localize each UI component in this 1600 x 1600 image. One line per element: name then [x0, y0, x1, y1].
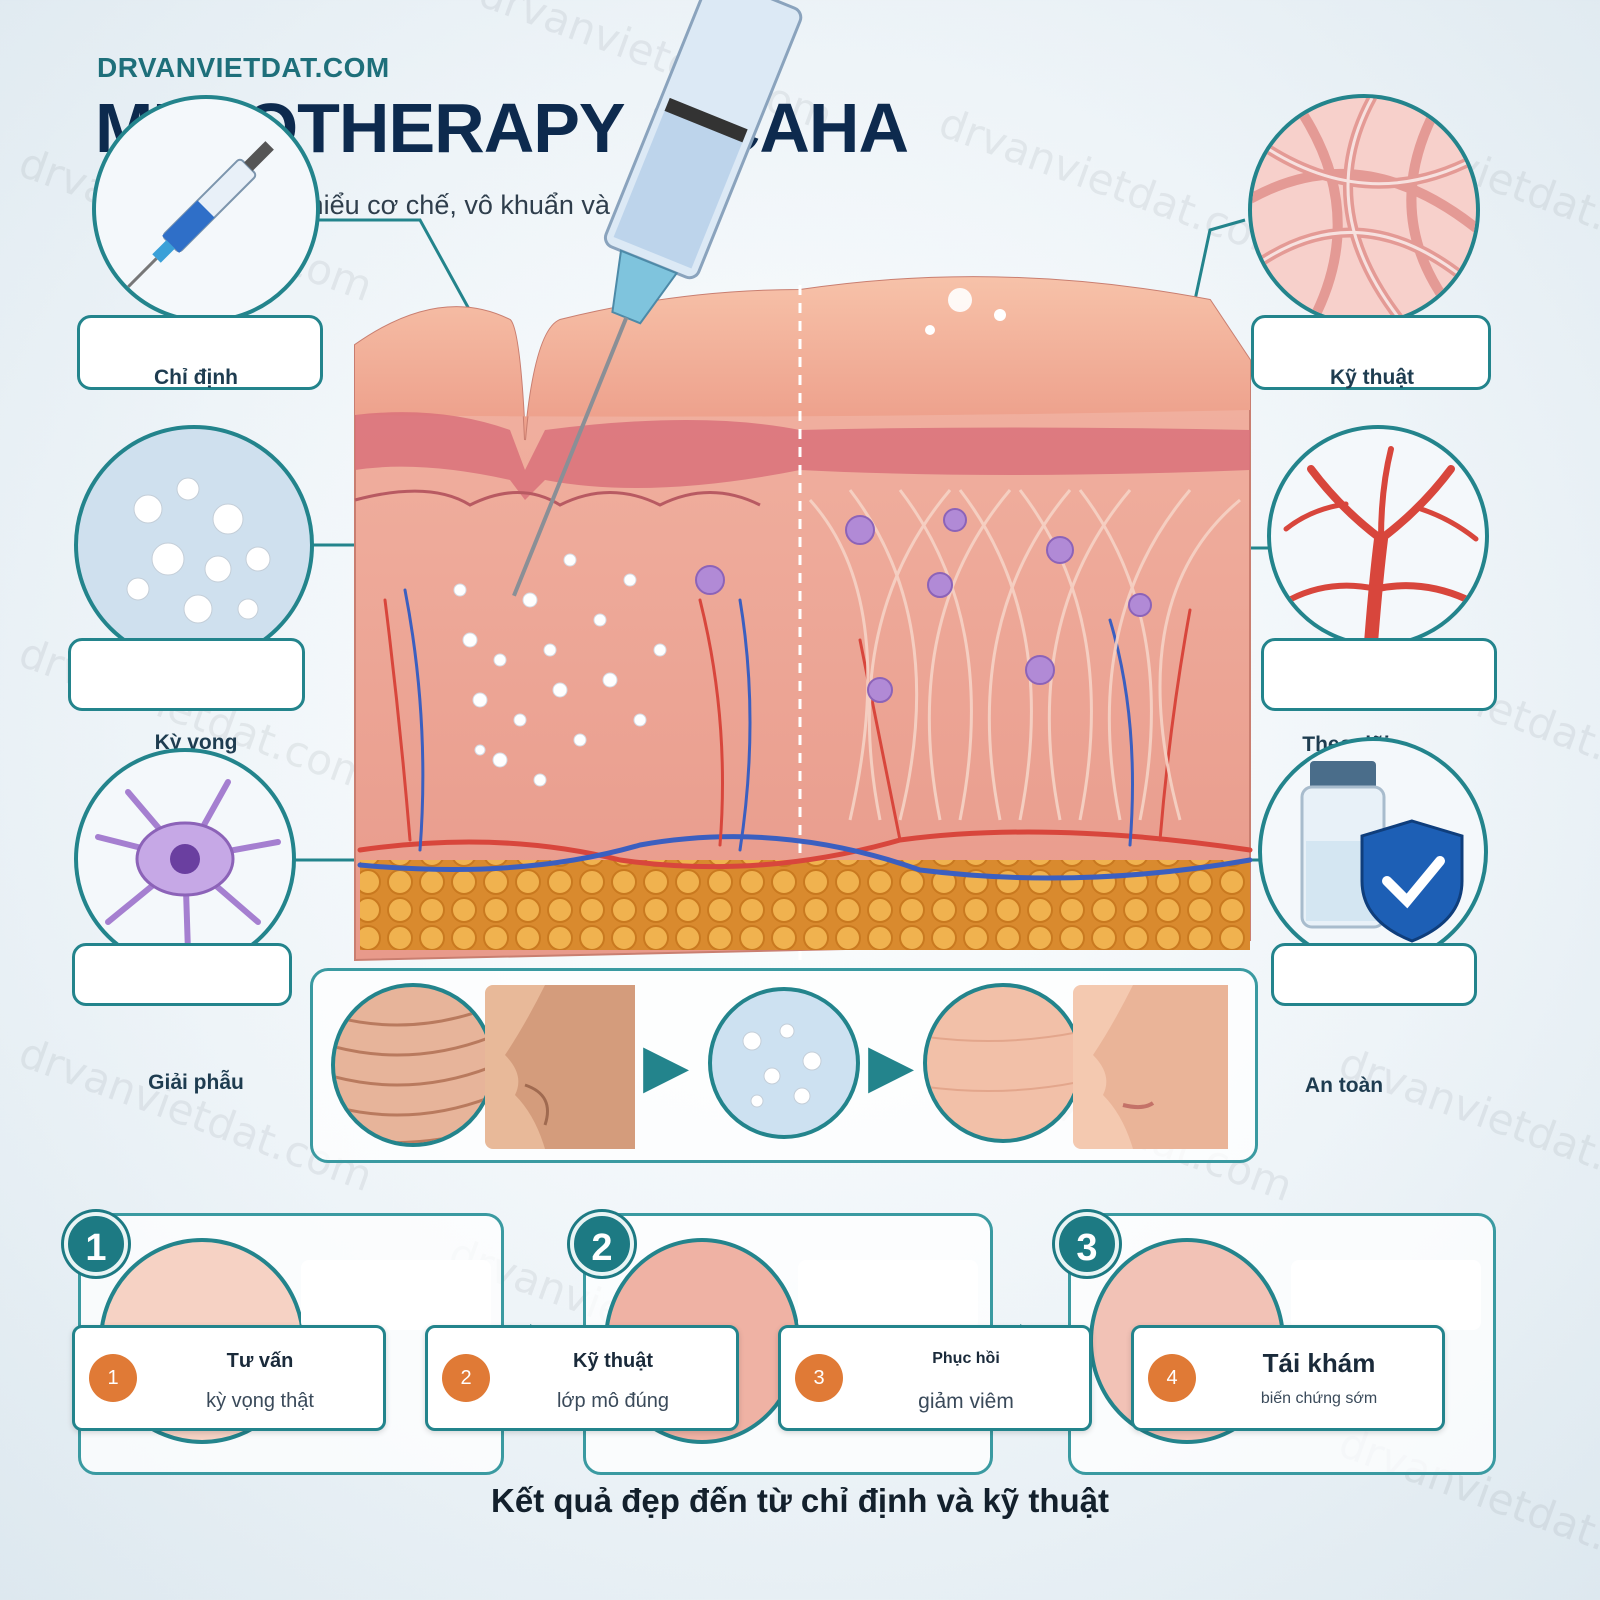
rejuvenated-face-image: [1073, 985, 1228, 1149]
step-3-placeholder: [1291, 1260, 1481, 1330]
label-box-right-1: [1251, 315, 1491, 390]
wrinkle-texture-icon: [335, 1005, 491, 1143]
step-badge-2: 2: [570, 1212, 634, 1276]
before-after-panel: ▶ ▶: [310, 968, 1258, 1163]
card-number: 3: [795, 1354, 843, 1402]
face-profile-icon: [505, 985, 635, 1149]
card-title: Kỹ thuật: [573, 1350, 653, 1372]
step-2-placeholder: [798, 1260, 978, 1330]
microspheres-icon: [742, 1023, 822, 1108]
collagen-circle: [1248, 94, 1480, 326]
card-subtitle: kỳ vọng thật: [206, 1390, 314, 1412]
vial-shield-circle: [1258, 737, 1488, 967]
card-number: 2: [442, 1354, 490, 1402]
smooth-skin-circle: [923, 983, 1083, 1143]
label-ky-thuat: Kỹ thuật: [1330, 366, 1414, 389]
blood-vessel-circle: [1267, 425, 1489, 647]
caha-microspheres-circle: [708, 987, 860, 1139]
smooth-texture-icon: [927, 1031, 1079, 1092]
label-giai-phau: Giải phẫu: [148, 1071, 244, 1094]
card-subtitle: giảm viêm: [918, 1390, 1014, 1413]
blood-vessel-icon: [1283, 446, 1479, 643]
card-tu-van: 1 Tư vấn kỳ vọng thật: [72, 1325, 386, 1431]
step-1-placeholder: [301, 1260, 491, 1330]
microspheres-icon: [126, 477, 271, 624]
card-title: Tái khám: [1262, 1348, 1376, 1378]
card-subtitle: lớp mô đúng: [556, 1390, 670, 1412]
fibroblast-circle: [74, 748, 296, 970]
card-subtitle: biến chứng sớm: [1260, 1390, 1378, 1407]
card-phuc-hoi: 3 Phục hồi giảm viêm: [778, 1325, 1092, 1431]
syringe-detail-circle: [92, 95, 320, 323]
label-chi-dinh: Chỉ định: [154, 366, 238, 389]
syringe-icon: [127, 141, 274, 288]
wrinkled-skin-circle: [331, 983, 495, 1147]
arrow-right-icon: ▶: [643, 1032, 690, 1099]
face-profile-icon: [1093, 985, 1228, 1149]
label-box-left-1: [77, 315, 323, 390]
card-number: 4: [1148, 1354, 1196, 1402]
fibroblast-icon: [95, 779, 281, 955]
card-title: Tư vấn: [226, 1350, 294, 1372]
label-box-right-2: [1261, 638, 1497, 711]
step-badge-3: 3: [1055, 1212, 1119, 1276]
step-badge-1: 1: [64, 1212, 128, 1276]
vial-shield-icon: [1300, 761, 1464, 943]
arrow-right-icon: ▶: [868, 1032, 915, 1099]
card-title: Phục hồi: [932, 1350, 1000, 1367]
collagen-icon: [1252, 98, 1476, 322]
label-box-left-3: [72, 943, 292, 1006]
aged-face-image: [485, 985, 635, 1149]
footer-tagline: Kết quả đẹp đến từ chỉ định và kỹ thuật: [491, 1482, 1109, 1519]
card-number: 1: [89, 1354, 137, 1402]
label-an-toan: An toàn: [1304, 1074, 1384, 1097]
card-ky-thuat: 2 Kỹ thuật lớp mô đúng: [425, 1325, 739, 1431]
brand-name: DRVANVIETDAT.COM: [97, 52, 390, 83]
label-box-left-2: [68, 638, 305, 711]
label-box-right-3: [1271, 943, 1477, 1006]
microspheres-circle: [74, 425, 314, 665]
card-tai-kham: 4 Tái khám biến chứng sớm: [1131, 1325, 1445, 1431]
